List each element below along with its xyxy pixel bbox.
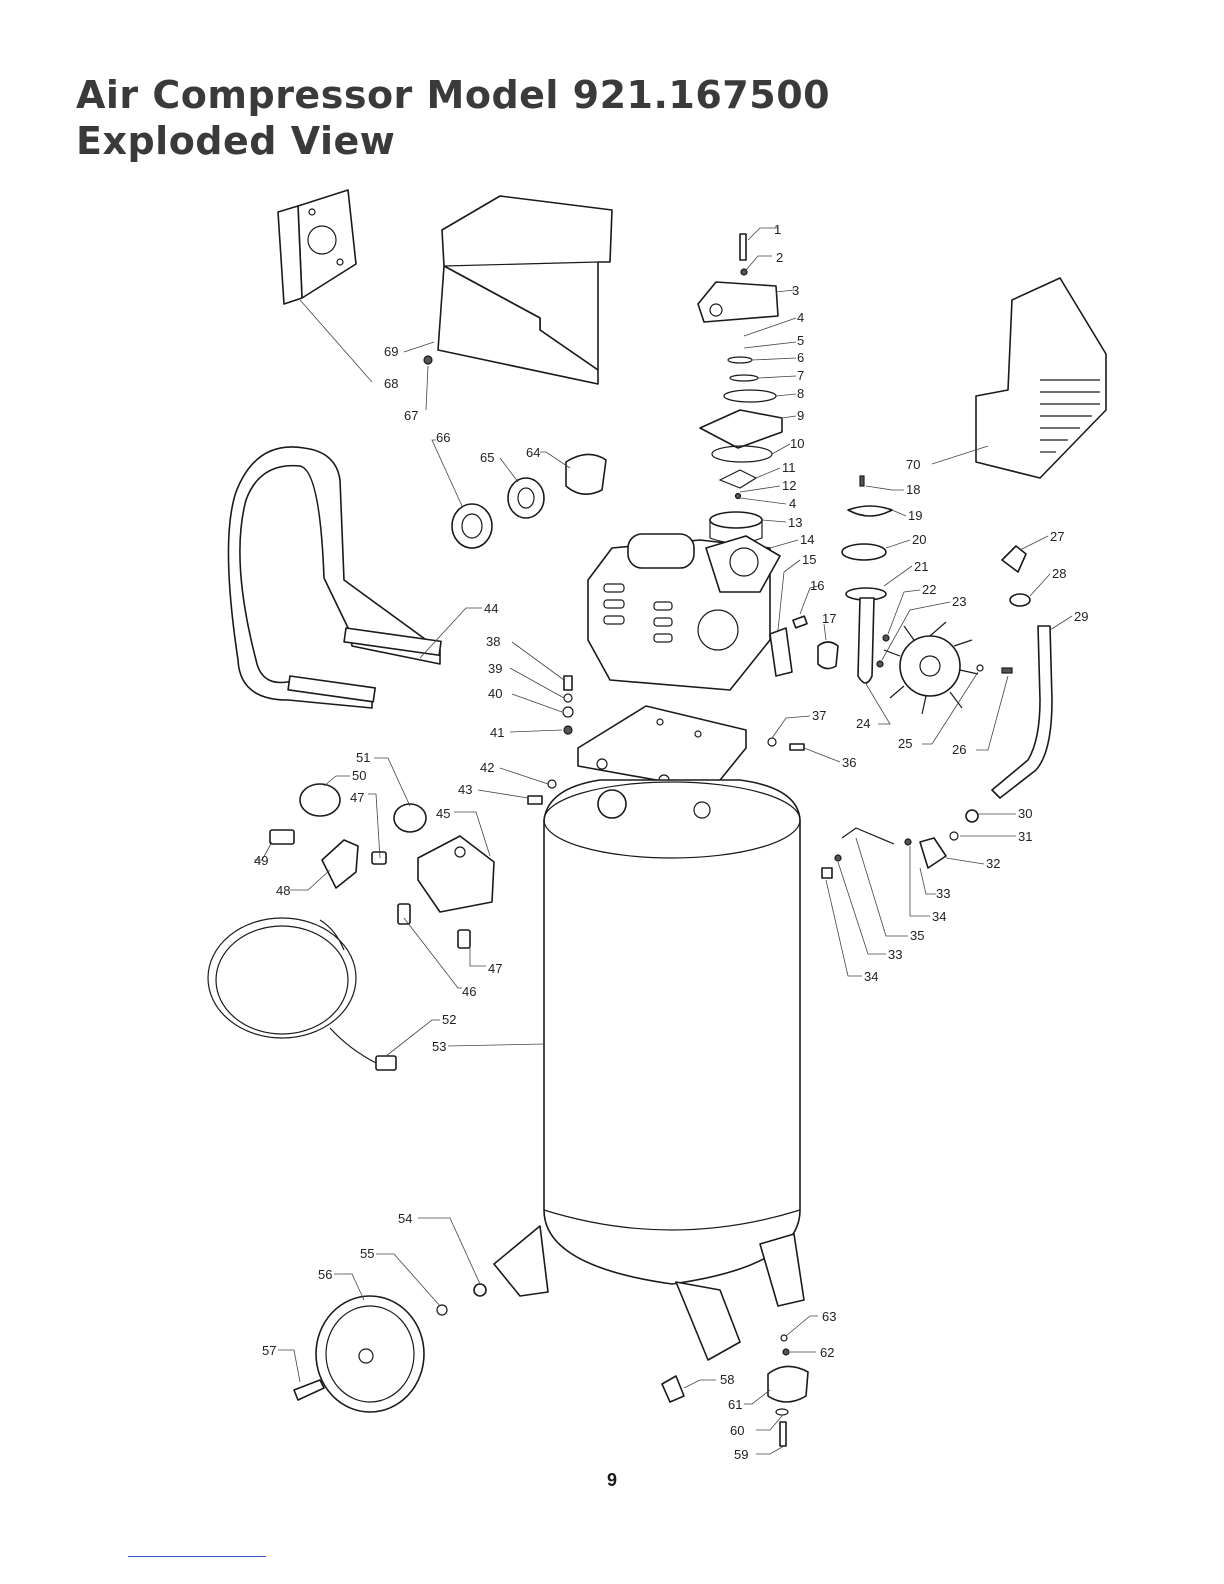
callout-55: 55	[360, 1246, 374, 1261]
callout-11: 11	[782, 460, 796, 475]
callout-31: 31	[1018, 829, 1032, 844]
callout-61: 61	[728, 1397, 742, 1412]
callout-64: 64	[526, 445, 540, 460]
controls-drawing	[270, 784, 494, 948]
cylinder-head-stack	[698, 234, 782, 543]
callout-14: 14	[800, 532, 814, 547]
callout-65: 65	[480, 450, 494, 465]
callout-3: 3	[792, 283, 799, 298]
callout-60: 60	[730, 1423, 744, 1438]
callout-34b: 34	[864, 969, 878, 984]
crank-fan-assembly	[770, 476, 1012, 714]
callout-16: 16	[810, 578, 824, 593]
callout-67: 67	[404, 408, 418, 423]
callout-37: 37	[812, 708, 826, 723]
callout-23: 23	[952, 594, 966, 609]
page-number: 9	[0, 1470, 1224, 1491]
handle-drawing	[228, 447, 441, 708]
callout-32: 32	[986, 856, 1000, 871]
callout-42: 42	[480, 760, 494, 775]
callout-27: 27	[1050, 529, 1064, 544]
callout-29: 29	[1074, 609, 1088, 624]
callout-15: 15	[802, 552, 816, 567]
callout-44: 44	[484, 601, 498, 616]
callout-43: 43	[458, 782, 472, 797]
callout-38: 38	[486, 634, 500, 649]
callout-58: 58	[720, 1372, 734, 1387]
callout-45: 45	[436, 806, 450, 821]
callout-34: 34	[932, 909, 946, 924]
callout-8: 8	[797, 386, 804, 401]
callout-57: 57	[262, 1343, 276, 1358]
tank-drawing	[494, 780, 804, 1360]
callout-53: 53	[432, 1039, 446, 1054]
callout-35: 35	[910, 928, 924, 943]
callout-40: 40	[488, 686, 502, 701]
callout-25: 25	[898, 736, 912, 751]
callout-52: 52	[442, 1012, 456, 1027]
callout-54: 54	[398, 1211, 412, 1226]
callout-49: 49	[254, 853, 268, 868]
callout-51: 51	[356, 750, 370, 765]
callout-48: 48	[276, 883, 290, 898]
callout-1: 1	[774, 222, 781, 237]
callout-68: 68	[384, 376, 398, 391]
callout-33: 33	[936, 886, 950, 901]
callout-13: 13	[788, 515, 802, 530]
shroud-drawing	[438, 196, 612, 384]
callout-59: 59	[734, 1447, 748, 1462]
callout-7: 7	[797, 368, 804, 383]
callout-56: 56	[318, 1267, 332, 1282]
power-cord-drawing	[208, 918, 396, 1070]
callout-69: 69	[384, 344, 398, 359]
callout-17: 17	[822, 611, 836, 626]
callout-9: 9	[797, 408, 804, 423]
motor-drawing	[588, 534, 780, 690]
callout-47: 47	[488, 961, 502, 976]
callout-39: 39	[488, 661, 502, 676]
callout-36: 36	[842, 755, 856, 770]
callout-41: 41	[490, 725, 504, 740]
callout-33b: 33	[888, 947, 902, 962]
bracket-plate-drawing	[278, 190, 356, 304]
callout-6: 6	[797, 350, 804, 365]
callout-20: 20	[912, 532, 926, 547]
tube-fittings	[822, 810, 978, 878]
cover-drawing	[976, 278, 1106, 478]
callout-4b: 4	[789, 496, 796, 511]
callout-19: 19	[908, 508, 922, 523]
callout-4: 4	[797, 310, 804, 325]
callout-28: 28	[1052, 566, 1066, 581]
callout-18: 18	[906, 482, 920, 497]
callout-22: 22	[922, 582, 936, 597]
callout-46: 46	[462, 984, 476, 999]
callout-12: 12	[782, 478, 796, 493]
callout-63: 63	[822, 1309, 836, 1324]
callout-2: 2	[776, 250, 783, 265]
wheel-drawing	[294, 1284, 486, 1412]
callout-5: 5	[797, 333, 804, 348]
callout-50: 50	[352, 768, 366, 783]
callout-47b: 47	[350, 790, 364, 805]
callout-70: 70	[906, 457, 920, 472]
outlet-fittings	[992, 546, 1052, 798]
callout-10: 10	[790, 436, 804, 451]
callout-26: 26	[952, 742, 966, 757]
callout-66: 66	[436, 430, 450, 445]
footer-divider	[128, 1556, 266, 1557]
callout-62: 62	[820, 1345, 834, 1360]
callout-24: 24	[856, 716, 870, 731]
pulley-drawing	[424, 356, 606, 548]
callout-30: 30	[1018, 806, 1032, 821]
callout-21: 21	[914, 559, 928, 574]
